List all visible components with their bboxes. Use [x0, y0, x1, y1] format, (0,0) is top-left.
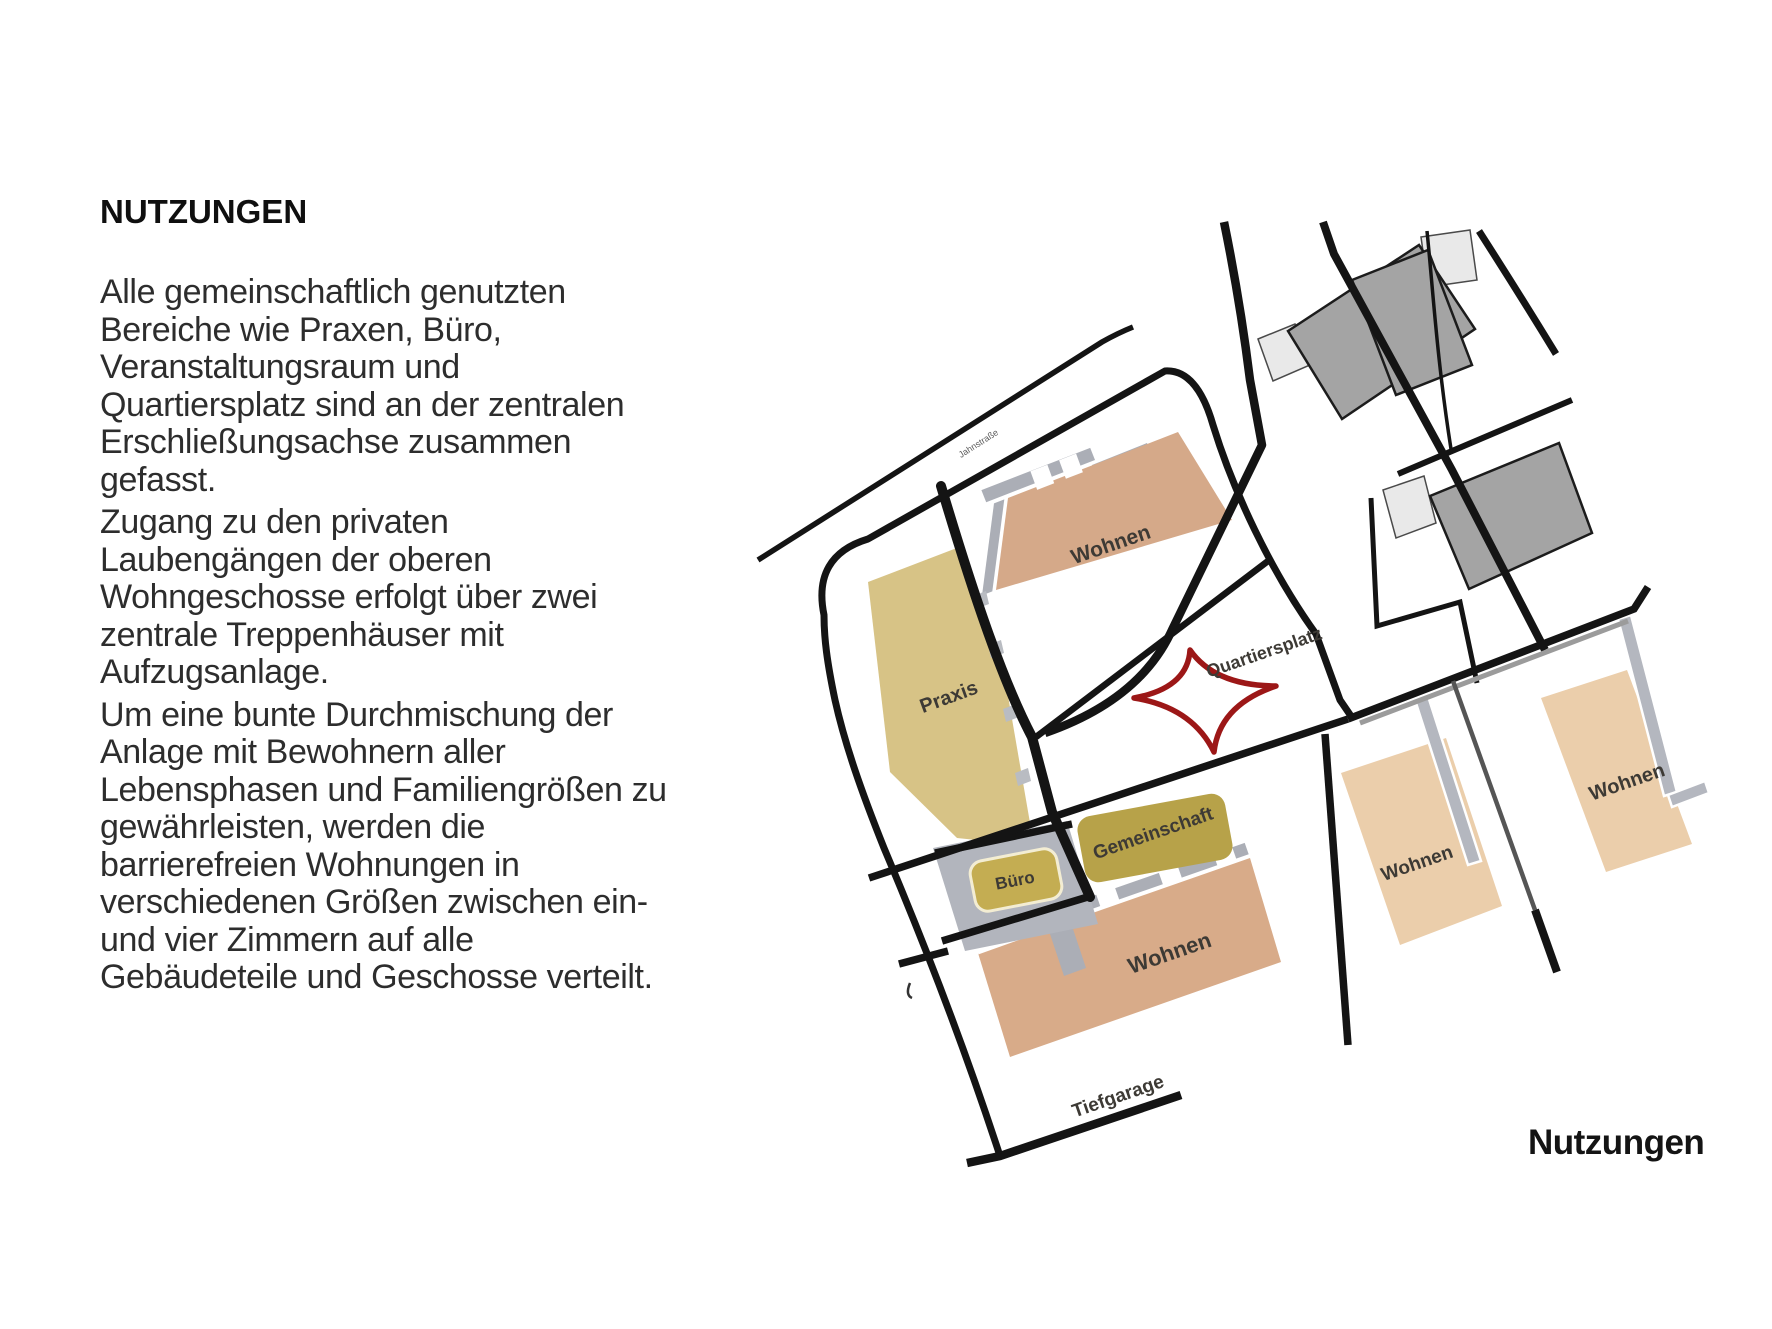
svg-text:Nutzungen: Nutzungen — [1528, 1123, 1704, 1162]
svg-text:Quartiersplatz: Quartiersplatz — [1204, 623, 1325, 681]
